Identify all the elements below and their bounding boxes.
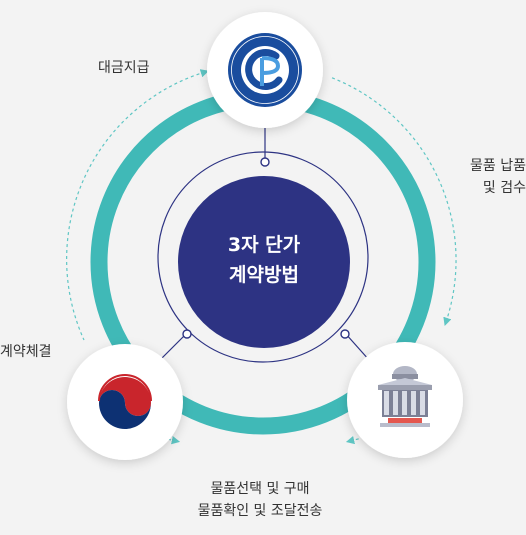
arrow-payment	[66, 69, 210, 341]
label-delivery: 물품 납품 및 검수	[454, 155, 526, 199]
center-title: 3자 단가 계약방법	[178, 230, 350, 290]
label-purchase-line2: 물품확인 및 조달전송	[197, 503, 323, 519]
label-delivery-line1: 물품 납품	[470, 158, 526, 174]
label-delivery-line2: 및 검수	[482, 180, 526, 196]
connector-dots	[182, 157, 350, 339]
public-building-icon	[378, 366, 432, 427]
label-payment: 대금지급	[98, 60, 150, 76]
center-title-line2: 계약방법	[229, 264, 299, 286]
center-disc	[178, 176, 350, 348]
label-purchase-line1: 물품선택 및 구매	[210, 481, 310, 497]
center-title-line1: 3자 단가	[227, 234, 301, 256]
inner-ring	[157, 151, 369, 363]
label-purchase: 물품선택 및 구매 물품확인 및 조달전송	[160, 478, 360, 522]
dot-top	[260, 157, 270, 167]
dot-right	[340, 329, 350, 339]
label-contract: 계약체결	[0, 344, 52, 360]
procurement-seal-icon	[228, 33, 302, 107]
korea-government-emblem-icon	[98, 374, 152, 429]
arrow-delivery	[329, 76, 457, 326]
node-top	[207, 12, 323, 128]
node-left	[67, 344, 183, 460]
node-right	[347, 342, 463, 458]
dot-left	[182, 329, 192, 339]
